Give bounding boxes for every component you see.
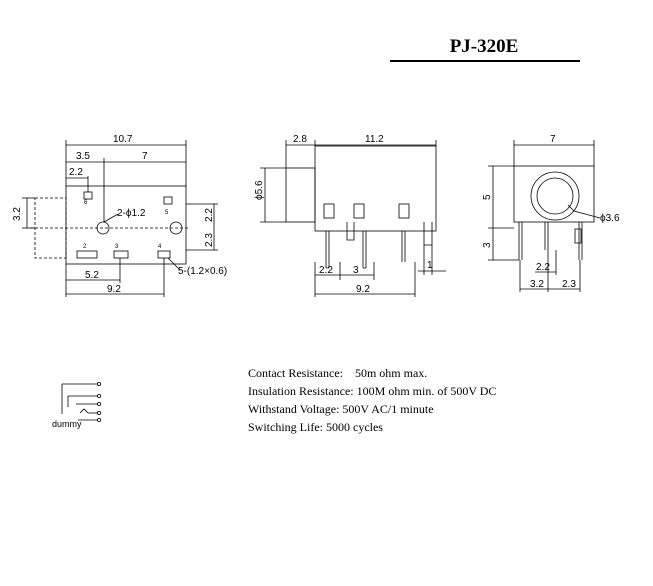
- mount-hole-left: [96, 221, 110, 235]
- pin-tab-1: [346, 222, 355, 241]
- end-leg-right: [578, 222, 583, 260]
- dim-top-overall: 10.7: [113, 134, 133, 145]
- dim-end-width: 7: [550, 134, 556, 145]
- side-view-body: [314, 145, 437, 232]
- dim-top-right-upper: 2.2: [204, 208, 215, 222]
- dim-end-h1: 5: [482, 194, 493, 200]
- pin-label-6: 6: [84, 200, 88, 206]
- schematic: dummy: [52, 381, 102, 429]
- contact-a: [323, 203, 335, 219]
- spec-withstand-voltage: Withstand Voltage: 500V AC/1 minute: [248, 402, 434, 416]
- dim-end-dia: ϕ3.6: [600, 213, 620, 224]
- dim-side-left: 2.8: [293, 134, 307, 145]
- spec-switching-life: Switching Life: 5000 cycles: [248, 420, 383, 434]
- dim-side-end: 1: [427, 260, 433, 271]
- dim-top-height: 3.2: [12, 207, 23, 221]
- hole-callout: 2-ϕ1.2: [117, 208, 146, 219]
- pad-2: [76, 250, 98, 259]
- title-underline: [390, 60, 580, 62]
- pad-5: [163, 196, 173, 205]
- jack-outer-ring: [530, 171, 580, 221]
- spec-insulation-resistance: Insulation Resistance: 100M ohm min. of …: [248, 384, 497, 398]
- dim-side-dia: ϕ5.6: [254, 180, 265, 200]
- dim-bottom-a: 5.2: [85, 270, 99, 281]
- pin-label-3: 3: [115, 244, 119, 250]
- dim-top-c: 2.2: [69, 167, 83, 178]
- pin-3: [401, 231, 406, 262]
- dim-end-p2: 3.2: [530, 279, 544, 290]
- side-view: 2.8 11.2 ϕ5.6 2.2 3 9.2 1: [254, 134, 446, 297]
- dim-top-b: 7: [142, 151, 148, 162]
- contact-b: [353, 203, 365, 219]
- dim-top-right-lower: 2.3: [204, 233, 215, 247]
- end-tab: [574, 228, 582, 244]
- spec-contact-resistance: Contact Resistance: 50m ohm max.: [248, 366, 428, 380]
- side-view-sleeve: [285, 167, 316, 223]
- end-leg-mid: [544, 222, 549, 250]
- jack-inner-ring: [536, 177, 574, 215]
- schematic-arrow: [79, 408, 89, 414]
- pad-3: [113, 250, 129, 259]
- dim-side-right: 11.2: [365, 134, 384, 145]
- pin-label-2: 2: [83, 244, 87, 250]
- schematic-contacts: [61, 383, 98, 414]
- dim-side-p1: 2.2: [319, 265, 333, 276]
- end-view-body: [513, 165, 595, 223]
- pad-6: [83, 191, 93, 200]
- mount-hole-right: [169, 221, 183, 235]
- pin-label-4: 4: [158, 244, 162, 250]
- contact-c: [398, 203, 410, 219]
- top-view: 6 5 2 3 4 10.7 3.5 7 2.2 3.2 2.2 2.3 2-ϕ…: [12, 134, 227, 297]
- dim-bottom-b: 9.2: [107, 284, 121, 295]
- dim-end-p3: 2.3: [562, 279, 576, 290]
- pin-1: [325, 231, 330, 269]
- dim-side-bottom: 9.2: [356, 284, 370, 295]
- pad-callout: 5-(1.2×0.6): [178, 266, 227, 277]
- schematic-label: dummy: [52, 419, 82, 429]
- pin-tab-2: [423, 222, 433, 246]
- end-leg-left: [518, 222, 523, 260]
- pad-4: [157, 250, 171, 259]
- dim-end-h2: 3: [482, 242, 493, 248]
- part-number-title: PJ-320E: [449, 36, 519, 57]
- pin-label-5: 5: [165, 210, 169, 216]
- dim-end-p1: 2.2: [536, 262, 550, 273]
- end-view: 7 5 3 ϕ3.6 2.2 3.2 2.3: [482, 134, 620, 292]
- dim-side-p2: 3: [353, 265, 359, 276]
- dim-top-a: 3.5: [76, 151, 90, 162]
- pin-2: [362, 231, 367, 269]
